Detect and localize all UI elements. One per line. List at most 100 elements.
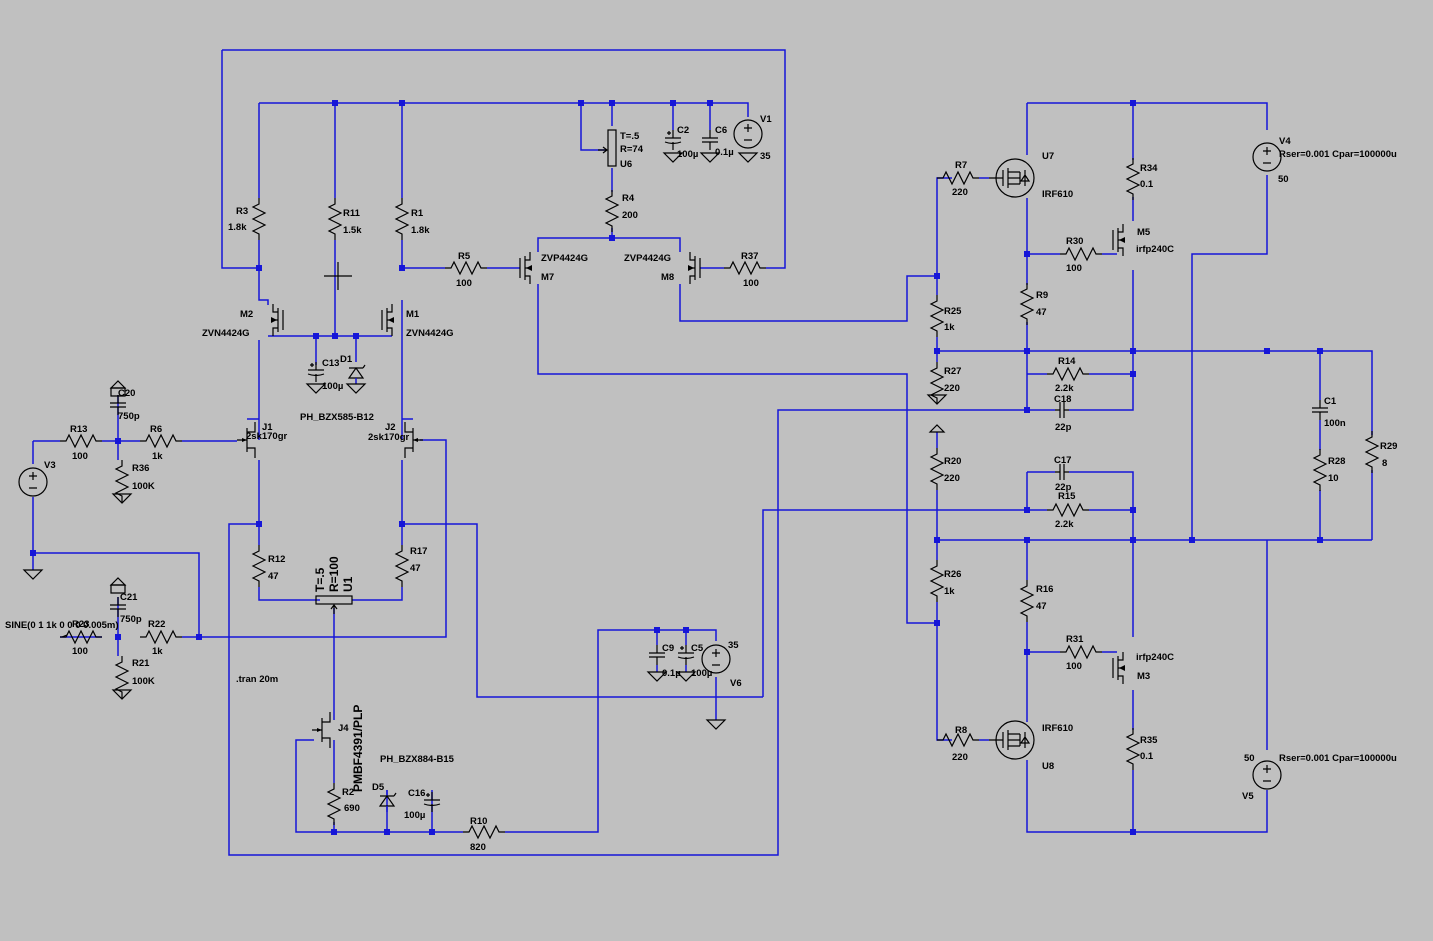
resistor-r5[interactable]: R5 100 <box>444 251 507 289</box>
capacitor-c2[interactable]: C2 100µ <box>663 125 698 163</box>
resistor-r13[interactable]: R13 100 <box>59 424 103 462</box>
voltage-source-v4[interactable]: V4 Rser=0.001 Cpar=100000u 50 <box>1252 136 1397 185</box>
c21-label: C21 <box>120 592 138 603</box>
m1-model: ZVN4424G <box>406 328 454 339</box>
capacitor-c1[interactable]: C1 100n <box>1311 396 1346 429</box>
capacitor-c13[interactable]: C13 100µ <box>306 358 343 394</box>
capacitor-c17[interactable]: C17 22p <box>1054 455 1072 493</box>
mosfet-m3[interactable]: irfp240C M3 <box>1112 651 1174 685</box>
r34-label: R34 <box>1140 163 1158 174</box>
v5-value: 50 <box>1244 753 1255 764</box>
resistor-r16[interactable]: R16 47 <box>1020 579 1053 623</box>
mosfet-u7[interactable]: U7 IRF610 <box>988 151 1073 200</box>
mosfet-m2[interactable]: M2 ZVN4424G <box>202 303 284 339</box>
r27-value: 220 <box>944 383 960 394</box>
capacitor-c5[interactable]: C5 100µ <box>676 643 712 682</box>
resistor-r9[interactable]: R9 47 <box>1020 282 1048 326</box>
resistor-r23[interactable]: R23 100 <box>59 619 103 657</box>
resistor-r31[interactable]: R31 100 <box>1059 634 1103 672</box>
v5-params: Rser=0.001 Cpar=100000u <box>1279 753 1397 764</box>
v4-params: Rser=0.001 Cpar=100000u <box>1279 149 1397 160</box>
resistor-r28[interactable]: R28 10 <box>1313 448 1345 492</box>
m5-model: irfp240C <box>1136 244 1174 255</box>
resistor-r17[interactable]: R17 47 <box>395 544 427 588</box>
v5-label: V5 <box>1242 791 1254 802</box>
resistor-r29[interactable]: R29 8 <box>1365 430 1397 474</box>
resistor-r30[interactable]: R30 100 <box>1059 236 1103 274</box>
c9-value: 0.1µ <box>662 668 681 679</box>
r14-value: 2.2k <box>1055 383 1074 394</box>
r12-label: R12 <box>268 554 285 565</box>
j4-model: PMBF4391/PLP <box>351 705 365 792</box>
r9-value: 47 <box>1036 307 1047 318</box>
capacitor-c9[interactable]: C9 0.1µ <box>647 643 681 682</box>
resistor-r35[interactable]: R35 0.1 <box>1126 727 1158 771</box>
resistor-r37[interactable]: R37 100 <box>700 251 767 289</box>
crosshair-cursor <box>324 262 352 290</box>
mosfet-m8[interactable]: ZVP4424G M8 <box>624 251 701 285</box>
resistor-r26[interactable]: R26 1k <box>930 559 961 603</box>
r35-value: 0.1 <box>1140 751 1154 762</box>
u7-label: U7 <box>1042 151 1054 162</box>
resistor-r8[interactable]: R8 220 <box>936 725 989 763</box>
resistor-r14[interactable]: R14 2.2k <box>1046 356 1090 394</box>
u6-t: T=.5 <box>620 131 640 142</box>
v1-value: 35 <box>760 151 771 162</box>
u8-model: IRF610 <box>1042 723 1073 734</box>
resistor-r20[interactable]: R20 220 <box>930 447 961 491</box>
zener-d5[interactable]: D5 PH_BZX884-B15 <box>372 754 455 812</box>
voltage-source-v3[interactable]: V3 <box>18 460 56 497</box>
mosfet-m5[interactable]: M5 irfp240C <box>1112 223 1174 257</box>
voltage-source-v1[interactable]: V1 35 <box>733 114 772 163</box>
resistor-r3[interactable]: R3 1.8k <box>228 197 266 241</box>
jfet-j2[interactable]: J2 2sk170gr <box>368 421 424 459</box>
c13-value: 100µ <box>322 381 343 392</box>
c9-label: C9 <box>662 643 674 654</box>
resistor-r11[interactable]: R11 1.5k <box>328 197 362 241</box>
resistor-r25[interactable]: R25 1k <box>930 294 962 338</box>
resistor-r10[interactable]: R10 820 <box>462 816 506 853</box>
v4-label: V4 <box>1279 136 1291 147</box>
capacitor-c16[interactable]: C16 100µ <box>404 788 441 821</box>
mosfet-u8[interactable]: IRF610 U8 <box>988 720 1073 772</box>
resistor-r34[interactable]: R34 0.1 <box>1126 157 1158 201</box>
potentiometer-u1[interactable]: T=.5 R=100 U1 <box>313 556 355 614</box>
capacitor-c21[interactable]: C21 750p <box>109 577 142 625</box>
m5-label: M5 <box>1137 227 1151 238</box>
jfet-j4[interactable]: J4 PMBF4391/PLP <box>311 705 365 792</box>
u1-r: R=100 <box>327 556 341 592</box>
voltage-source-v5[interactable]: 50 Rser=0.001 Cpar=100000u V5 <box>1242 753 1397 802</box>
r36-value: 100K <box>132 481 155 492</box>
resistor-r7[interactable]: R7 220 <box>936 160 989 198</box>
mosfet-m7[interactable]: ZVP4424G M7 <box>519 251 588 285</box>
r29-value: 8 <box>1382 458 1387 469</box>
capacitor-c18[interactable]: C18 22p <box>1054 394 1072 433</box>
capacitor-c20[interactable]: C20 750p <box>109 380 140 422</box>
resistor-r22[interactable]: R22 1k <box>139 619 183 657</box>
resistor-r6[interactable]: R6 1k <box>139 424 183 462</box>
j1-label: J1 <box>262 422 273 433</box>
resistor-r2[interactable]: R2 690 <box>327 782 360 826</box>
resistor-r1[interactable]: R1 1.8k <box>395 197 430 241</box>
zener-d1[interactable]: D1 PH_BZX585-B12 <box>300 354 374 423</box>
resistor-r15[interactable]: R15 2.2k <box>1046 491 1090 530</box>
c21-value: 750p <box>120 614 142 625</box>
capacitor-c6[interactable]: C6 0.1µ <box>700 125 734 163</box>
r30-value: 100 <box>1066 263 1082 274</box>
mosfet-m1[interactable]: M1 ZVN4424G <box>381 303 454 339</box>
m2-label: M2 <box>240 309 253 320</box>
r5-label: R5 <box>458 251 471 262</box>
voltage-source-v6[interactable]: 35 V6 <box>701 640 742 730</box>
j2-label: J2 <box>385 422 396 433</box>
resistor-r21[interactable]: R21 100K <box>112 655 155 700</box>
spice-directive: .tran 20m <box>236 674 278 685</box>
resistor-r36[interactable]: R36 100K <box>112 459 155 504</box>
m8-model: ZVP4424G <box>624 253 671 264</box>
resistor-r12[interactable]: R12 47 <box>252 544 285 588</box>
r2-label: R2 <box>342 787 354 798</box>
resistor-r4[interactable]: R4 200 <box>605 189 638 233</box>
c1-label: C1 <box>1324 396 1337 407</box>
potentiometer-u6[interactable]: T=.5 R=74 U6 <box>598 129 644 170</box>
jfet-j1[interactable]: J1 2sk170gr <box>236 421 288 459</box>
resistor-r27[interactable]: R27 220 <box>927 361 961 405</box>
